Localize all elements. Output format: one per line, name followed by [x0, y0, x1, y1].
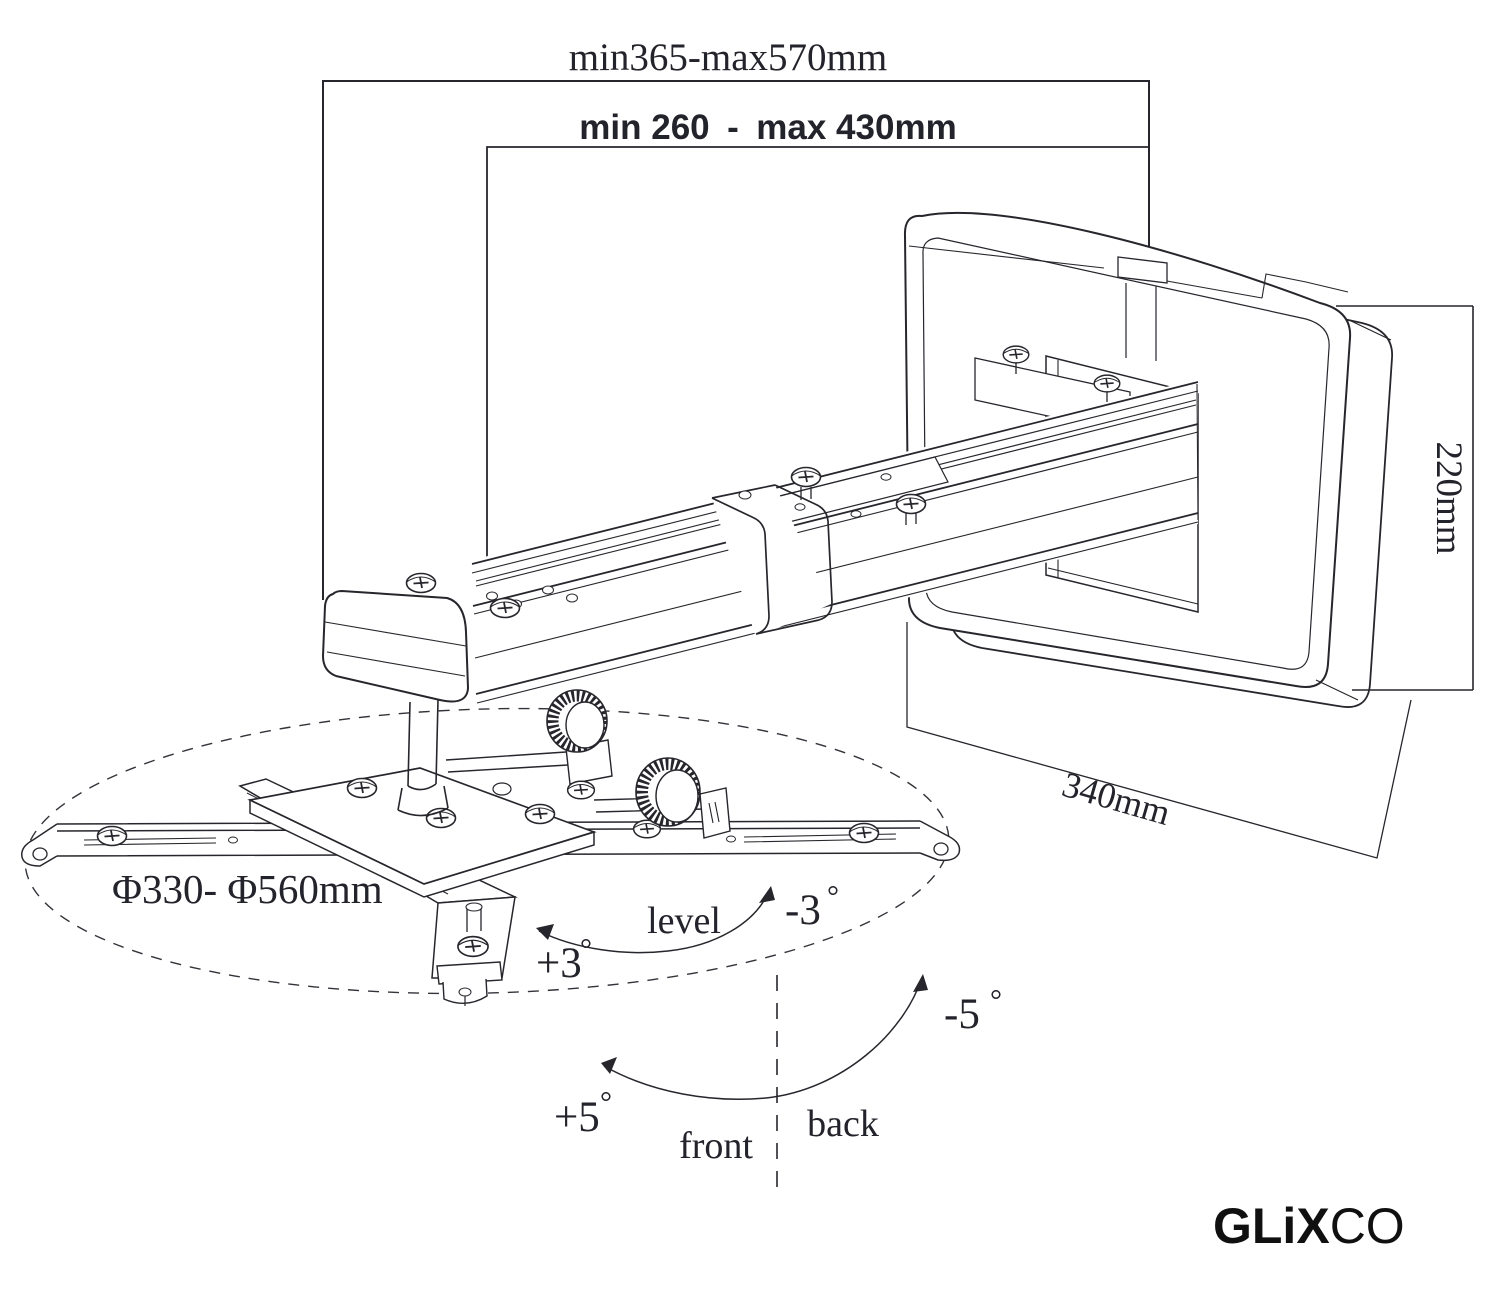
lug-hole	[933, 842, 949, 856]
tilt-rods	[445, 751, 705, 813]
hanger-tab	[1117, 256, 1168, 284]
arm-end-edge	[1196, 383, 1199, 521]
arrowhead	[536, 924, 554, 940]
dimension-outer-bracket	[322, 80, 1150, 600]
arm-bottom-edge	[475, 512, 1199, 695]
foot-stud	[466, 907, 482, 932]
collar-band	[711, 484, 833, 635]
degree-symbol: °	[580, 933, 592, 966]
degree-symbol: °	[827, 880, 839, 913]
arm-top-near-edge	[472, 423, 1199, 607]
wall-plane	[906, 622, 1412, 859]
front-label: front	[679, 1125, 753, 1167]
level-label: level	[647, 900, 721, 942]
arrowhead	[759, 886, 775, 903]
degree-symbol: °	[990, 984, 1002, 1017]
arm-channel-lip	[473, 431, 1199, 615]
wall-plate-corner-seams	[1315, 319, 1392, 701]
slide-plate-holes	[794, 473, 892, 518]
level-arc	[538, 890, 770, 954]
outer-width-label: min365-max570mm	[569, 36, 887, 79]
inner-width-label: min 260 - max 430mm	[579, 108, 956, 147]
screw-icon	[895, 493, 927, 515]
lug-hole	[32, 847, 48, 861]
rail-hole	[228, 836, 238, 844]
dimension-inner-width	[486, 146, 1148, 572]
plate-height-label: 220mm	[1428, 441, 1469, 554]
screw-icon	[456, 935, 490, 958]
end-cap-creases	[324, 621, 467, 677]
adjustment-knob-lower	[635, 757, 701, 827]
pitch-minus-label: -5	[944, 991, 980, 1038]
arm-end-cap	[321, 589, 470, 703]
knob-bracket	[699, 787, 731, 839]
rail-hole	[726, 835, 736, 843]
roll-plus-label: +3	[536, 940, 582, 987]
collar-hole	[738, 490, 752, 500]
head-assembly	[20, 689, 961, 1006]
dimension-height-lines	[1336, 305, 1474, 691]
support-post	[397, 699, 449, 817]
rail-slots	[83, 833, 897, 846]
extension-arm	[321, 345, 1199, 707]
arm-lower-crease	[474, 476, 1199, 659]
plate-hole	[492, 782, 512, 796]
hanger-rods	[1125, 283, 1157, 361]
arm-bottom-sliver	[476, 521, 1199, 704]
back-label: back	[807, 1103, 879, 1145]
tilt-annotations	[536, 886, 928, 1190]
screw-shafts	[800, 487, 917, 525]
screw-icon	[489, 597, 521, 619]
rail-right-lug	[919, 820, 961, 862]
degree-symbol: °	[600, 1086, 612, 1119]
screw-icon	[1002, 345, 1030, 364]
collar-fill	[712, 485, 831, 638]
screw-icon	[566, 780, 596, 800]
arrowhead	[601, 1057, 617, 1074]
arm-top-far-edge	[471, 381, 1199, 565]
screw-icon	[524, 803, 556, 825]
logo-light-part: CO	[1330, 1198, 1405, 1254]
pitch-plus-label: +5	[554, 1094, 600, 1141]
wall-depth-label: 340mm	[1058, 764, 1175, 833]
screw-icon	[848, 822, 880, 844]
screw-icon	[346, 777, 378, 799]
bracket-slot	[708, 801, 720, 824]
adjustment-knob-upper	[546, 689, 608, 753]
roll-minus-label: -3	[785, 887, 821, 934]
rail-left-lug	[20, 823, 58, 867]
diameter-range-label: Φ330- Φ560mm	[112, 866, 383, 912]
screw-icon	[1093, 374, 1121, 393]
dimension-plate-height	[1336, 305, 1474, 691]
arm-body-fill	[472, 379, 1198, 707]
wall-plane-outline	[906, 622, 1412, 859]
foot-clamp	[436, 961, 503, 985]
arrowhead	[913, 974, 928, 992]
screw-icon	[96, 825, 128, 847]
dimension-outer-width	[322, 80, 1150, 600]
brand-logo: GLiXCO	[1213, 1198, 1405, 1254]
pitch-arc	[603, 976, 923, 1100]
interface-plate	[247, 767, 597, 898]
screw-icon	[790, 466, 822, 488]
screw-icon	[405, 572, 437, 594]
wall-plate-crease	[908, 245, 1349, 299]
logo-bold-part: GLiX	[1213, 1198, 1330, 1254]
dimension-inner-bracket	[486, 146, 1148, 572]
wall-plate-inner-contour	[922, 237, 1330, 670]
